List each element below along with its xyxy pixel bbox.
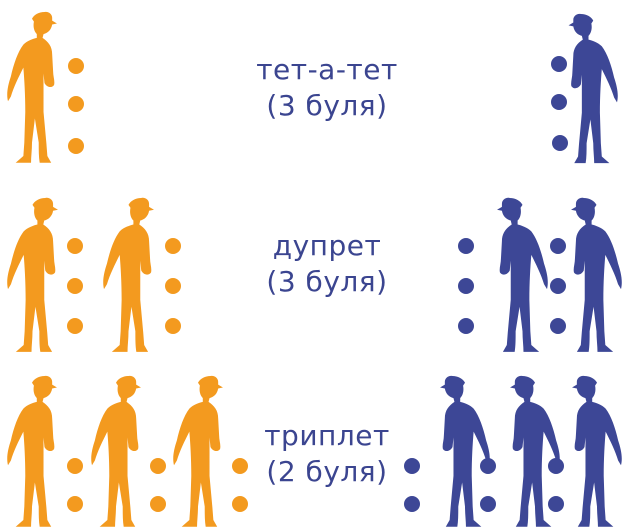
ball-icon [165,238,181,254]
ball-icon [404,458,420,474]
ball-icon [551,94,567,110]
orange-team-tete-a-tete [7,11,84,163]
player-icon [7,375,57,527]
ball-icon [68,96,84,112]
ball-icon [552,135,568,151]
player-icon [7,197,58,352]
formation-title: тет-а-тет [256,53,398,86]
player-icon [497,197,548,352]
formation-label-doublette: дупрет (3 буля) [222,228,432,300]
ball-icon [67,238,83,254]
player-icon [571,197,622,352]
ball-icon [404,496,420,512]
ball-icon [480,496,496,512]
ball-icon [150,496,166,512]
ball-icon [548,458,564,474]
ball-icon [550,318,566,334]
ball-icon [458,278,474,294]
ball-icon [232,458,248,474]
ball-icon [232,496,248,512]
ball-icon [165,278,181,294]
player-icon [91,375,141,527]
blue-team-doublette [458,197,622,352]
ball-icon [550,238,566,254]
ball-icon [68,138,84,154]
player-icon [568,13,618,164]
ball-icon [548,496,564,512]
ball-icon [458,318,474,334]
ball-icon [458,238,474,254]
player-icon [572,375,622,527]
ball-icon [150,458,166,474]
row-doublette [7,197,622,352]
formation-balls: (3 буля) [266,89,388,122]
ball-icon [550,278,566,294]
orange-team-doublette [7,197,181,352]
ball-icon [165,318,181,334]
formation-title: триплет [264,419,390,452]
ball-icon [67,458,83,474]
player-icon [103,197,154,352]
ball-icon [480,458,496,474]
ball-icon [67,318,83,334]
blue-team-triplette [404,375,622,527]
row-tete-a-tete [7,11,618,164]
orange-team-triplette [7,375,248,527]
ball-icon [67,496,83,512]
row-triplette [7,375,622,527]
player-icon [173,375,223,527]
ball-icon [68,58,84,74]
player-icon [7,11,57,163]
ball-icon [551,56,567,72]
ball-icon [67,278,83,294]
formation-title: дупрет [272,229,382,262]
formation-label-tete-a-tete: тет-а-тет (3 буля) [222,52,432,124]
formation-balls: (3 буля) [266,265,388,298]
formation-balls: (2 буля) [266,455,388,488]
formation-label-triplette: триплет (2 буля) [222,418,432,490]
blue-team-tete-a-tete [551,13,618,164]
